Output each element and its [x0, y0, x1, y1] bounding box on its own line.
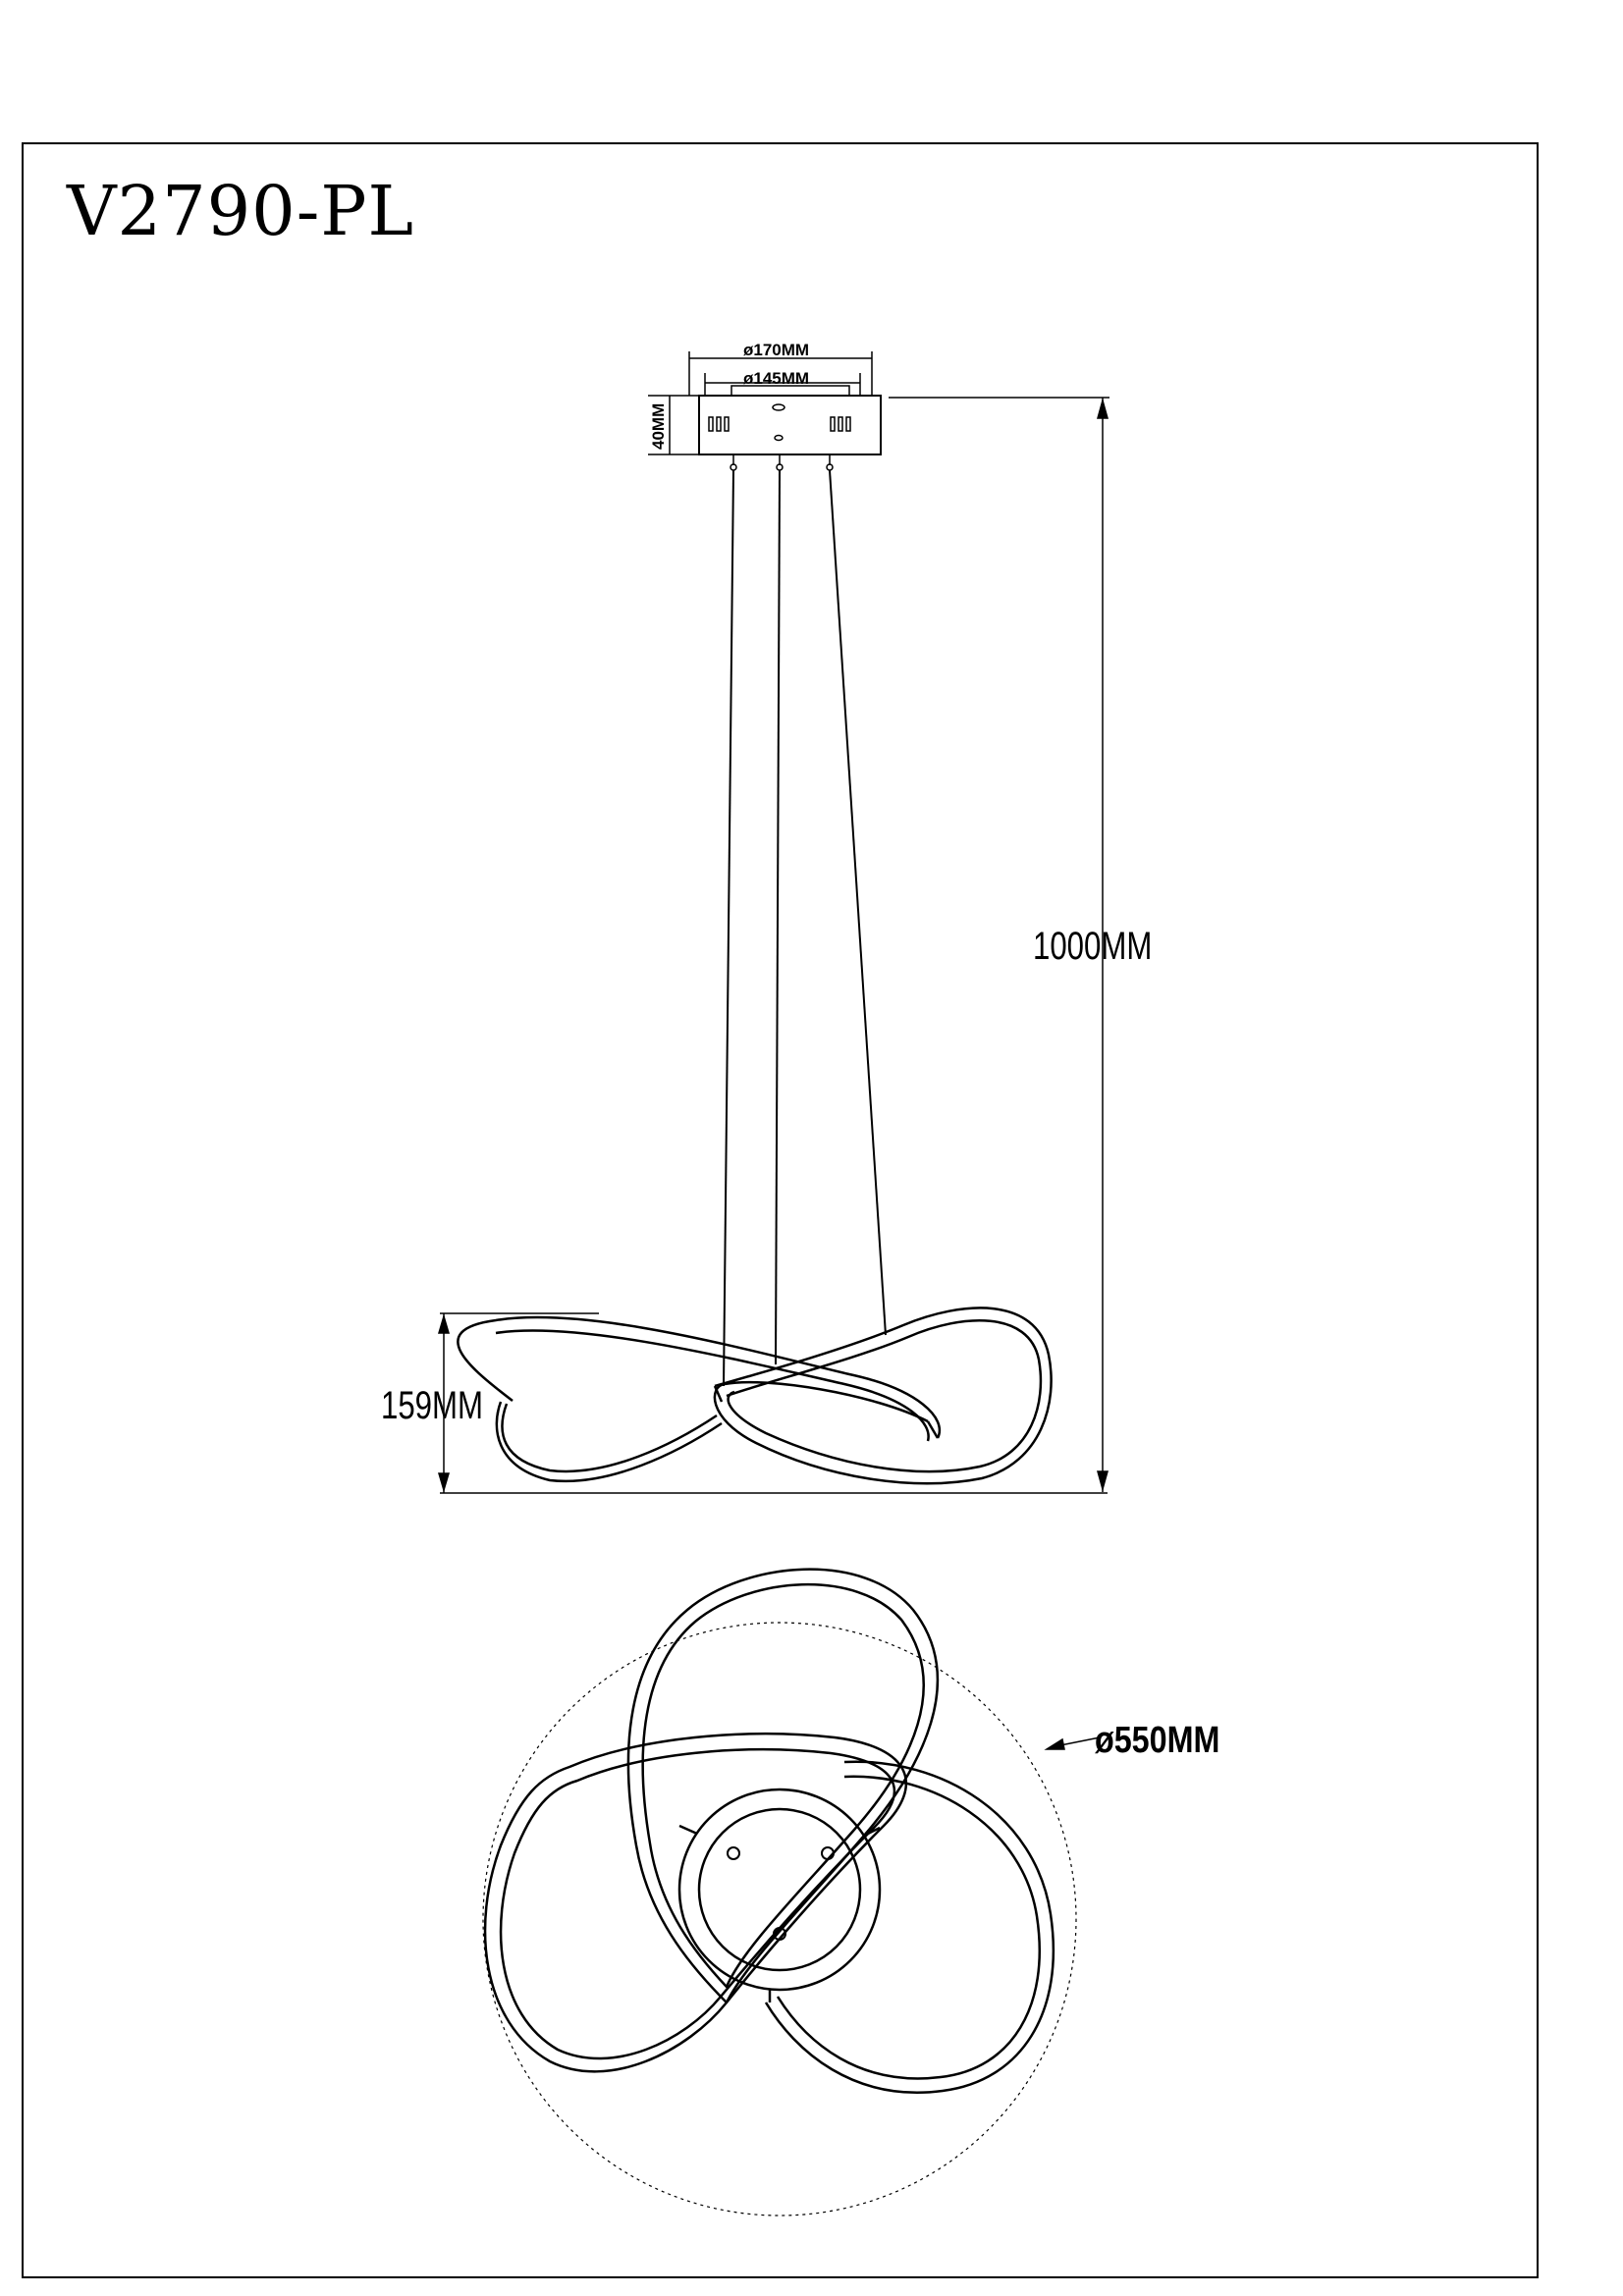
fixture-side-view [457, 1307, 1053, 1485]
drawing-frame [22, 142, 1539, 2278]
fixture-height-label: 159MM [381, 1383, 483, 1427]
suspension-cables [723, 469, 887, 1387]
canopy-inner-diameter-label: ø145MM [743, 369, 809, 388]
canopy-outer-diameter-label: ø170MM [743, 341, 809, 359]
canopy [698, 385, 882, 471]
fixture-top-view [482, 1568, 1077, 2216]
model-title: V2790-PL [67, 171, 414, 251]
canopy-dimension-lines [648, 351, 1109, 455]
fixture-diameter-label: ø550MM [1095, 1720, 1219, 1761]
canopy-height-label: 40MM [649, 403, 668, 450]
fixture-height-dimension [437, 1312, 1108, 1494]
overall-height-label: 1000MM [1033, 924, 1152, 968]
diameter-leader [1044, 1736, 1101, 1750]
overall-height-dimension [1097, 398, 1109, 1492]
